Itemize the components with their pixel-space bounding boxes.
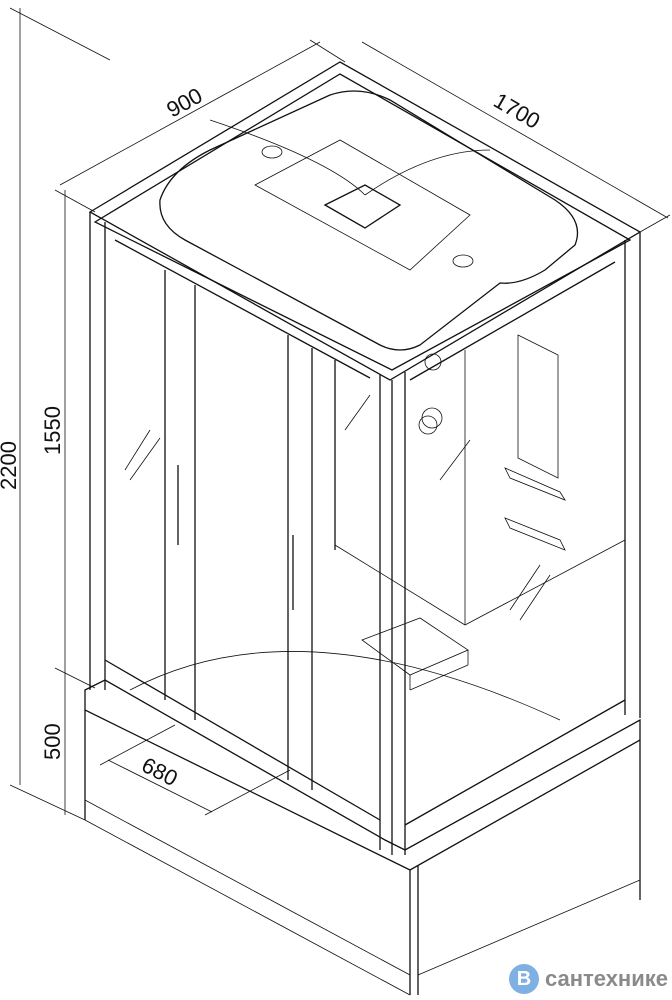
dim-door-680: 680	[138, 752, 182, 791]
cabin-tray	[84, 679, 641, 996]
watermark-text: сантехнике	[544, 966, 668, 991]
cabin-frame	[89, 212, 641, 855]
watermark-logo: В сантехнике	[508, 964, 668, 994]
dim-height-500: 500	[40, 723, 65, 760]
watermark-badge: В	[508, 964, 539, 994]
dim-height-1550: 1550	[40, 406, 65, 455]
dim-height-2200: 2200	[0, 441, 21, 490]
dim-width-900: 900	[162, 83, 206, 123]
cabin-fittings	[124, 334, 566, 721]
dimension-lines	[9, 7, 671, 821]
dim-depth-1700: 1700	[490, 88, 545, 134]
